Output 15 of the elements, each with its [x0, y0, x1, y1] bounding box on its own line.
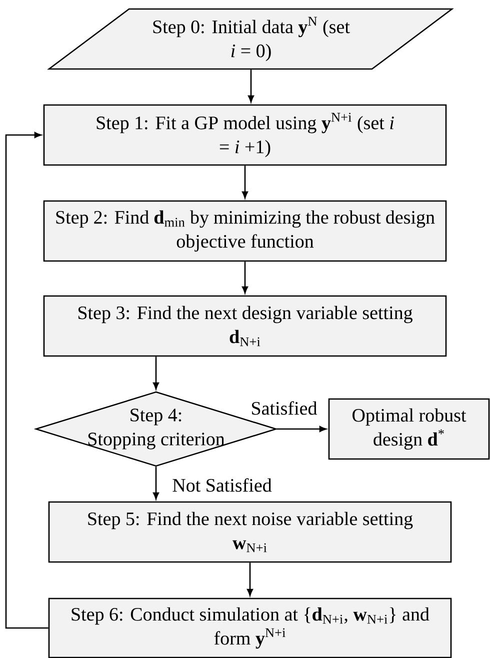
process-box: Step 1: Fit a GP model using y$^{N+i}$ (set i = i +1) [43, 104, 447, 166]
process-box: Step 2: Find d$_{min}$ by minimizing the robust design objective function [43, 200, 447, 262]
edge-label: Not Satisfied [171, 477, 273, 493]
arrow [247, 562, 253, 596]
process-box: Step 6: Conduct simulation at {d$_{N+i}$, w$_{N+i}$} and form y$^{N+i}$ [48, 598, 452, 658]
process-box: Step 3: Find the next design variable setting d$_{N+i}$ [43, 295, 447, 357]
arrow [153, 466, 159, 500]
arrow [248, 70, 254, 102]
arrow [153, 356, 159, 390]
process-box: Step 5: Find the next noise variable setting w$_{N+i}$ [48, 501, 452, 563]
arrow [242, 262, 248, 294]
process-box: Optimal robust design d$^{*}$ [328, 398, 490, 460]
arrow [242, 166, 248, 198]
arrow [276, 426, 326, 432]
arrow [5, 132, 48, 629]
